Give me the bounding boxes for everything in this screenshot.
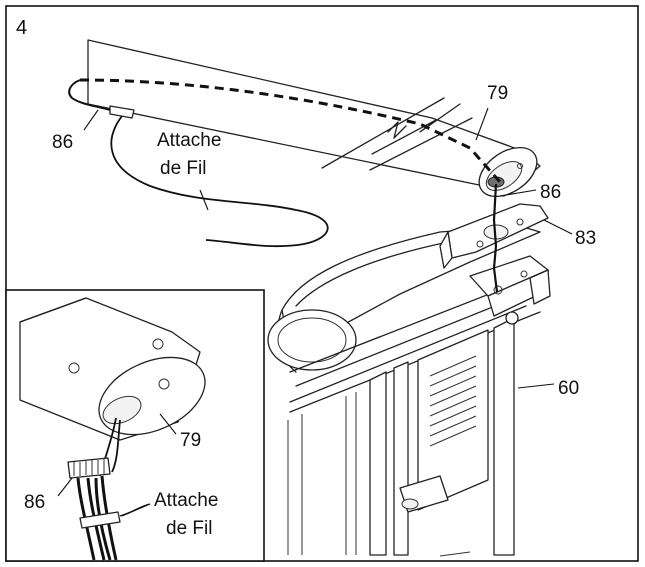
upright-79-drawing xyxy=(68,39,541,293)
inset-detail xyxy=(5,289,265,562)
step-number: 4 xyxy=(16,17,27,39)
leader-86-upper xyxy=(499,189,537,197)
leader-79 xyxy=(475,107,489,141)
figure-border xyxy=(5,5,639,562)
callout-83: 83 xyxy=(575,228,596,249)
frame-drawing xyxy=(287,317,515,557)
inset-leader-79 xyxy=(159,413,177,435)
leader-83 xyxy=(543,219,573,235)
inset-leader-86 xyxy=(57,477,73,497)
inset-leader-wire-tie xyxy=(121,503,151,517)
callout-86-left: 86 xyxy=(52,132,73,153)
leader-wire-tie xyxy=(199,189,209,211)
leader-86-left xyxy=(83,109,99,131)
console-base-drawing xyxy=(267,225,541,413)
callout-60: 60 xyxy=(558,378,579,399)
callout-79: 79 xyxy=(487,83,508,104)
callout-86-upper: 86 xyxy=(540,182,561,203)
leader-60 xyxy=(517,383,555,389)
upright-bracket-drawing xyxy=(439,203,551,325)
inset-callout-86: 86 xyxy=(24,492,45,513)
wire-tie-label-line1: Attache xyxy=(157,130,221,151)
inset-callout-79: 79 xyxy=(180,430,201,451)
wire-tie-label-line2: de Fil xyxy=(160,158,206,179)
inset-wire-tie-label-line1: Attache xyxy=(154,490,218,511)
inset-wire-tie-label-line2: de Fil xyxy=(166,518,212,539)
